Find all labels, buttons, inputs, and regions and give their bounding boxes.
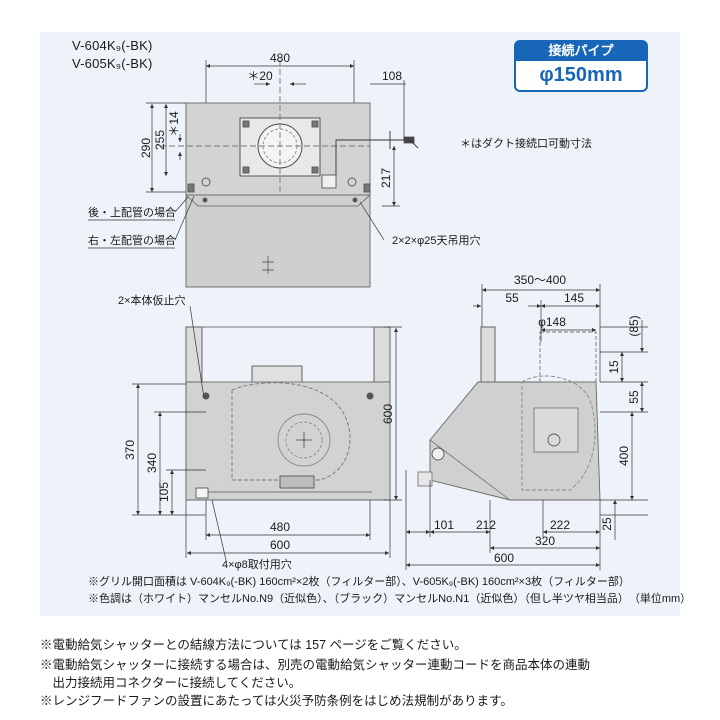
footnote-4: ※レンジフードファンの設置にあたっては火災予防条例をはじめ法規制があります。 <box>40 694 513 708</box>
badge-label: 接続パイプ <box>514 40 648 61</box>
dim-15: 15 <box>607 360 621 374</box>
note-mount-holes: 4×φ8取付用穴 <box>222 557 292 571</box>
dim-top-480: 480 <box>270 51 290 65</box>
top-view <box>160 60 419 288</box>
dim-side-600: 600 <box>494 551 514 565</box>
dim-255: 255 <box>153 130 167 150</box>
front-view <box>185 326 391 501</box>
footnote-3: 出力接続用コネクターに接続してください。 <box>40 676 302 690</box>
note-rear-top-pipe: 後・上配管の場合 <box>88 205 176 219</box>
badge-value: φ150mm <box>514 61 648 92</box>
dim-145: 145 <box>564 291 584 305</box>
dim-55: 55 <box>505 291 519 305</box>
dim-105: 105 <box>157 482 171 502</box>
footnote-2: ※電動給気シャッターに接続する場合は、別売の電動給気シャッター連動コードを商品本… <box>40 658 591 672</box>
note-temp-holes: 2×本体仮止穴 <box>118 293 186 307</box>
dim-212: 212 <box>476 518 496 532</box>
model-name-1: V-604K₉(-BK) <box>72 38 153 53</box>
dim-370: 370 <box>123 440 137 460</box>
dim-front-480: 480 <box>270 520 290 534</box>
panel-note-grill: ※グリル開口面積は V-604K₉(-BK) 160cm²×2枚（フィルター部）… <box>88 574 630 588</box>
model-name-2: V-605K₉(-BK) <box>72 56 153 71</box>
dim-217: 217 <box>379 168 393 188</box>
footnote-1: ※電動給気シャッターとの結線方法については 157 ページをご覧ください。 <box>40 638 467 652</box>
dim-25: 25 <box>600 517 614 531</box>
dim-400: 400 <box>617 446 631 466</box>
side-view <box>417 326 601 501</box>
side-view-dims <box>405 284 648 570</box>
dim-85: (85) <box>627 315 641 336</box>
dim-290: 290 <box>139 138 153 158</box>
note-side-pipe: 右・左配管の場合 <box>88 233 176 247</box>
dim-340: 340 <box>145 453 159 473</box>
dim-108: 108 <box>382 69 402 83</box>
dim-101: 101 <box>434 518 454 532</box>
top-view-dims <box>146 60 406 241</box>
front-view-dims <box>132 305 402 561</box>
dim-phi148: φ148 <box>538 315 566 329</box>
dim-front-600: 600 <box>270 538 290 552</box>
connection-pipe-badge: 接続パイプ φ150mm <box>514 40 648 94</box>
dim-55b: 55 <box>627 390 641 404</box>
dim-star20: ＊20 <box>247 69 273 83</box>
panel-note-color: ※色調は（ホワイト）マンセルNo.N9（近似色）、（ブラック）マンセルNo.N1… <box>88 591 691 605</box>
dim-350-400: 350〜400 <box>514 273 566 287</box>
dim-320: 320 <box>535 534 555 548</box>
note-duct: ＊はダクト接続口可動寸法 <box>460 136 592 150</box>
dim-222: 222 <box>550 518 570 532</box>
dim-600-vertical: 600 <box>381 404 395 424</box>
dim-star14: ＊14 <box>167 111 181 137</box>
note-hang-holes: 2×2×φ25天吊用穴 <box>392 233 480 247</box>
